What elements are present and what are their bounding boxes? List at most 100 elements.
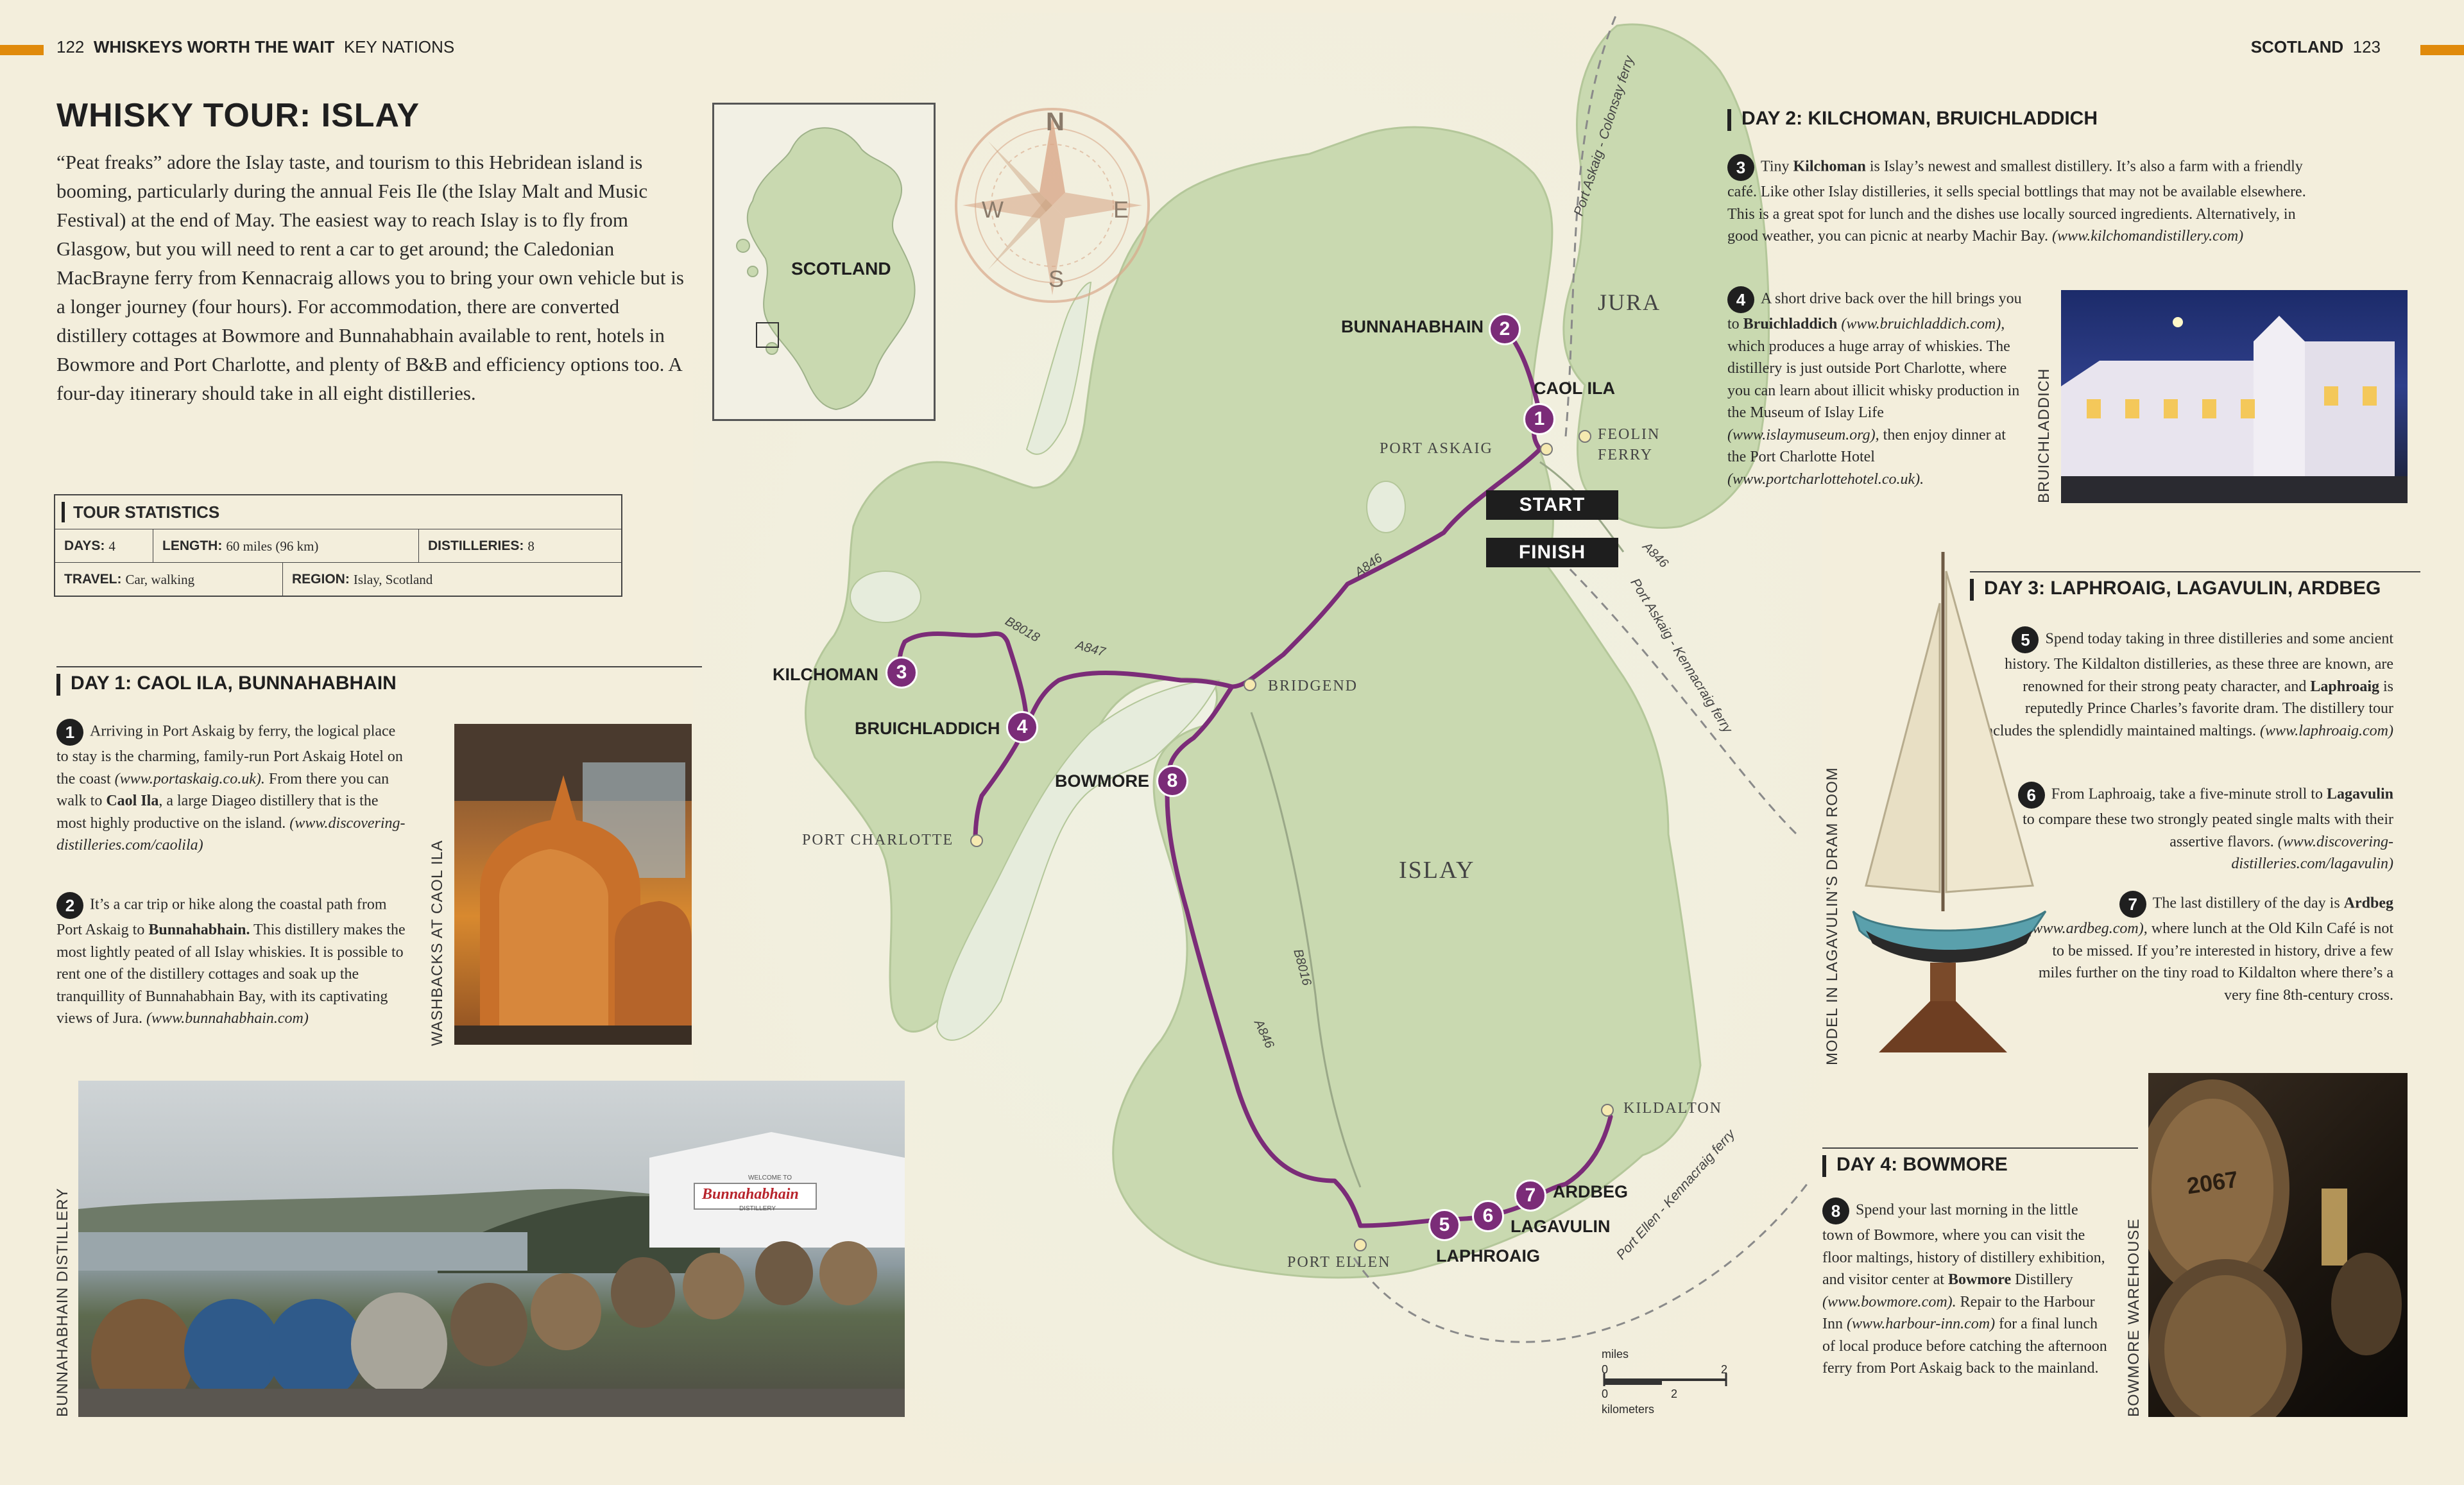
day3-text-6c: to compare these two strongly peated sin… — [2023, 811, 2393, 850]
bruichladdich-illustration — [2061, 316, 2408, 503]
day1-bunnahabhain: Bunnahabhain. — [148, 922, 250, 938]
left-page-number: 122 — [56, 37, 85, 56]
day1-text-2c: This distillery makes the most lightly p… — [56, 922, 406, 1027]
day1-link-caolila: (www.discovering-distilleries.com/caolil… — [56, 814, 406, 854]
stats-days-value: 4 — [108, 538, 116, 554]
day1-text-1e: , a large Diageo distillery that is the … — [56, 793, 379, 832]
day4-header: DAY 4: BOWMORE — [1822, 1147, 2138, 1181]
stop-7: 7 — [1514, 1180, 1546, 1212]
label-bridgend: BRIDGEND — [1268, 678, 1358, 694]
label-caol-ila: CAOL ILA — [1534, 379, 1615, 398]
left-subsection: KEY NATIONS — [343, 37, 455, 56]
scale-km-label: kilometers — [1602, 1403, 1655, 1416]
caption-bunnahabhain: BUNNAHABHAIN DISTILLERY — [54, 1187, 71, 1417]
dot-port-charlotte — [970, 834, 983, 847]
stats-length-label: LENGTH: — [162, 538, 223, 553]
dot-kildalton — [1601, 1104, 1614, 1117]
compass-e: E — [1113, 196, 1129, 223]
label-islay: ISLAY — [1399, 857, 1475, 884]
compass-w: W — [982, 196, 1004, 223]
day1-text-1a: Arriving in Port Askaig by ferry, the lo… — [56, 723, 403, 787]
warehouse-illustration — [2148, 1079, 2402, 1417]
stats-title: TOUR STATISTICS — [55, 495, 219, 529]
day3-number-7: 7 — [2119, 891, 2146, 918]
day3-text-5a: Spend today taking in three distilleries… — [2005, 630, 2393, 695]
bunnahabhain-illustration — [78, 1132, 905, 1417]
day2-link-kilchoman: (www.kilchomandistillery.com) — [2051, 228, 2244, 245]
road-b8016 — [1250, 712, 1362, 1188]
day1-caol-ila: Caol Ila — [106, 793, 159, 809]
label-laphroaig: LAPHROAIG — [1436, 1246, 1540, 1266]
stop-8: 8 — [1156, 765, 1188, 797]
day2-text-4d: which produces a huge array of whiskies.… — [1727, 338, 2020, 422]
day4-text-8a: Spend your last morning in the little to… — [1822, 1201, 2105, 1288]
day2-link-bruichladdich: (www.bruichladdich.com), — [1841, 316, 2005, 332]
ferry-kennacraig — [1558, 557, 1798, 836]
stop-1: 1 — [1523, 403, 1555, 435]
day4-text-8g: for a final lunch of local produce befor… — [1822, 1316, 2107, 1377]
photo-bowmore-warehouse: 2067 — [2148, 1073, 2408, 1417]
scale-zero-bottom: 0 — [1602, 1387, 1609, 1400]
intro-paragraph: “Peat freaks” adore the Islay taste, and… — [56, 151, 684, 404]
photo-bunnahabhain: WELCOME TO Bunnahabhain DISTILLERY — [78, 1081, 905, 1417]
dot-bridgend — [1244, 678, 1256, 691]
stats-length-value: 60 miles (96 km) — [226, 538, 319, 554]
stats-distilleries: DISTILLERIES:8 — [418, 529, 621, 563]
label-port-ellen: PORT ELLEN — [1287, 1254, 1391, 1271]
scale-bar-km — [1604, 1380, 1662, 1385]
day2-text-3c: is Islay’s newest and smallest distiller… — [1727, 158, 2306, 245]
day1-number-2: 2 — [56, 892, 83, 919]
left-page-header: 122 WHISKEYS WORTH THE WAIT KEY NATIONS — [56, 37, 454, 57]
label-ferry: FERRY — [1598, 447, 1654, 463]
left-section-title: WHISKEYS WORTH THE WAIT — [93, 37, 335, 56]
finish-sign: FINISH — [1486, 538, 1618, 567]
label-feolin: FEOLIN — [1598, 426, 1661, 443]
day2-number-3: 3 — [1727, 154, 1754, 181]
day3-link-ardbeg: (www.ardbeg.com), — [2027, 920, 2148, 937]
caption-model: MODEL IN LAGAVULIN’S DRAM ROOM — [1824, 767, 1841, 1065]
scale-2-miles: 2 — [1721, 1363, 1728, 1376]
stats-distilleries-label: DISTILLERIES: — [428, 538, 524, 553]
day3-number-5: 5 — [2012, 626, 2039, 653]
right-section-title: SCOTLAND — [2250, 37, 2344, 56]
day2-bruichladdich: Bruichladdich — [1743, 316, 1838, 332]
dot-port-ellen — [1354, 1239, 1367, 1251]
stats-region: REGION:Islay, Scotland — [282, 563, 621, 596]
stop-2: 2 — [1489, 313, 1521, 345]
day3-text-7a: The last distillery of the day is — [2152, 895, 2340, 912]
loch-finlaggan — [1366, 481, 1406, 533]
day3-text-5c: is reputedly Prince Charles’s favorite d… — [1981, 678, 2393, 739]
day3-lagavulin: Lagavulin — [2326, 785, 2393, 803]
caption-washbacks: WASHBACKS AT CAOL ILA — [429, 839, 446, 1046]
day2-text-4f: then enjoy dinner at the Port Charlotte … — [1727, 426, 2006, 466]
ferry-colonsay — [1564, 13, 1618, 437]
day4-bowmore: Bowmore — [1947, 1271, 2012, 1288]
stop-5: 5 — [1428, 1209, 1460, 1241]
day4-link-harbour-inn: (www.harbour-inn.com) — [1847, 1316, 1996, 1332]
day2-link-islaymuseum: (www.islaymuseum.org), — [1727, 426, 1879, 443]
inset-label: SCOTLAND — [791, 259, 891, 279]
photo-washbacks — [454, 724, 692, 1045]
compass-n: N — [1046, 108, 1065, 136]
day3-laphroaig: Laphroaig — [2310, 678, 2379, 695]
right-page-number: 123 — [2352, 37, 2381, 56]
stats-days: DAYS:4 — [55, 529, 153, 563]
caption-bowmore: BOWMORE WAREHOUSE — [2125, 1218, 2143, 1417]
loch-gorm — [850, 571, 921, 623]
ferry-port-ellen — [1353, 1180, 1811, 1343]
stats-row-2: TRAVEL:Car, walking REGION:Islay, Scotla… — [55, 562, 621, 596]
day3-link-laphroaig: (www.laphroaig.com) — [2260, 722, 2393, 739]
loch-indaal — [936, 679, 1220, 1041]
scotland-inset-map: SCOTLAND — [712, 103, 936, 421]
label-kilchoman: KILCHOMAN — [773, 665, 878, 684]
day3-ardbeg: Ardbeg — [2343, 895, 2393, 912]
compass-rose — [955, 108, 1150, 303]
day1-text-2a: It’s a car trip or hike along the coasta… — [56, 896, 387, 938]
header-accent-bar-right — [2420, 45, 2464, 55]
tour-statistics-box: TOUR STATISTICS DAYS:4 LENGTH:60 miles (… — [54, 494, 622, 597]
day3-header: DAY 3: LAPHROAIG, LAGAVULIN, ARDBEG — [1970, 571, 2420, 605]
